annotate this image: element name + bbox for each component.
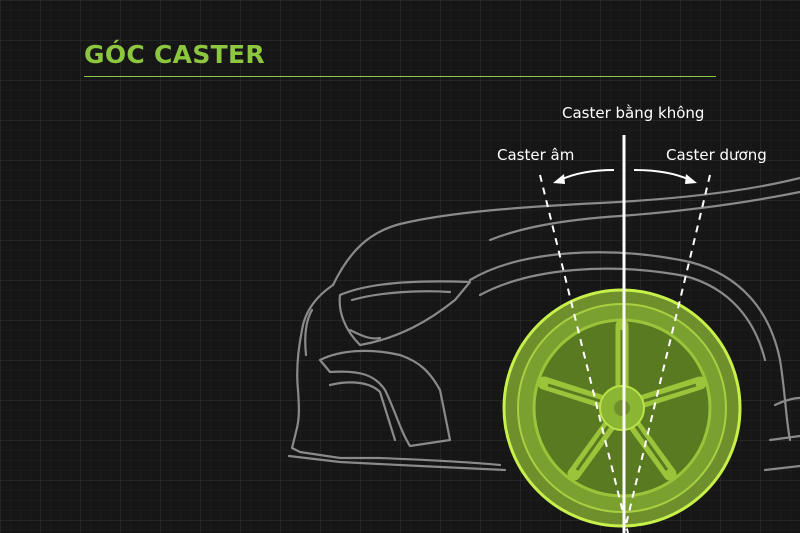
positive-caster-axis bbox=[623, 174, 711, 533]
negative-caster-label: Caster âm bbox=[497, 146, 575, 164]
car-outline bbox=[287, 176, 800, 472]
negative-arrow bbox=[559, 169, 615, 181]
caster-axes bbox=[539, 135, 711, 533]
page-title: GÓC CASTER bbox=[84, 40, 265, 69]
zero-caster-label: Caster bằng không bbox=[562, 104, 705, 122]
caster-arrows bbox=[553, 169, 697, 184]
negative-caster-axis bbox=[539, 174, 629, 533]
positive-caster-label: Caster dương bbox=[666, 146, 767, 164]
title-underline bbox=[84, 76, 716, 77]
positive-arrow bbox=[633, 169, 691, 181]
wheel bbox=[502, 288, 742, 528]
